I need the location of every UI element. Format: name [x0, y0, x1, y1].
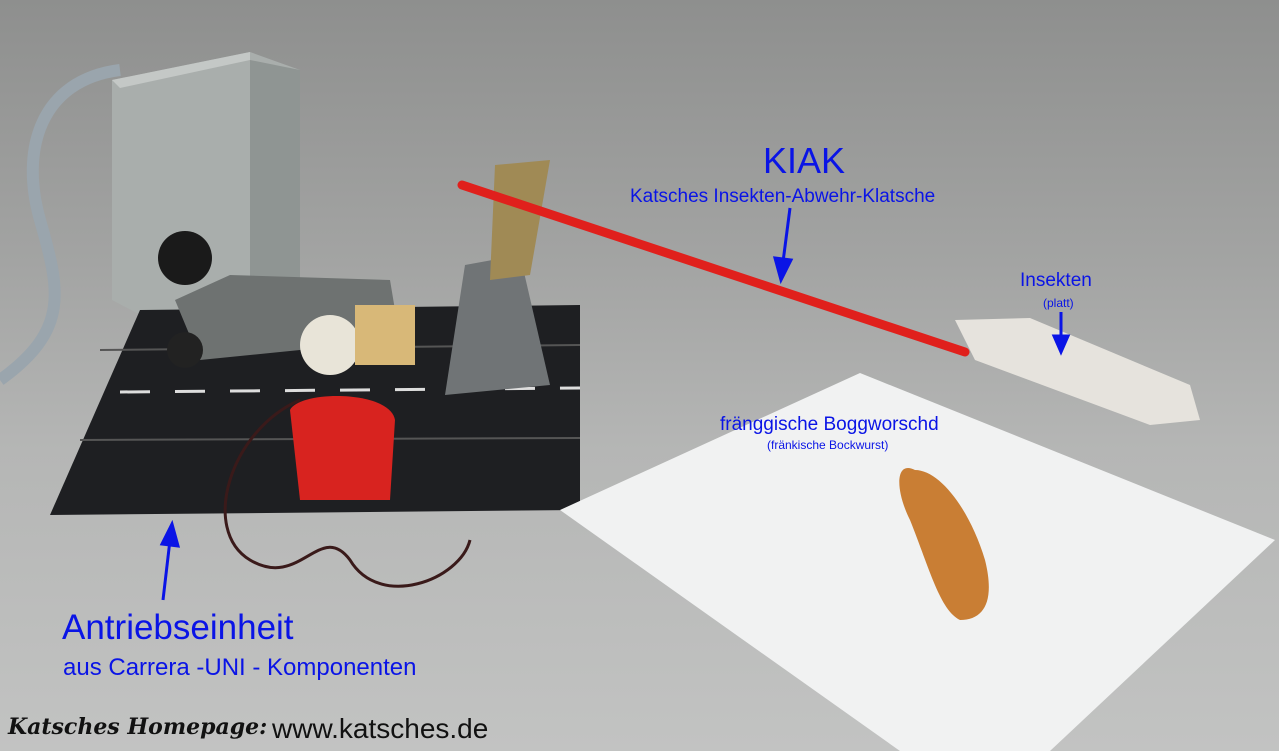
- swatter-stand: [445, 160, 550, 395]
- sausage-title: fränggische Boggworschd: [720, 414, 939, 435]
- plate: [560, 373, 1275, 751]
- sausage-subtitle: (fränkische Bockwurst): [767, 438, 889, 452]
- kiak-subtitle: Katsches Insekten-Abwehr-Klatsche: [630, 186, 936, 207]
- insects-subtitle: (platt): [1043, 296, 1074, 310]
- sausage: [899, 468, 989, 620]
- slot-car: [167, 275, 415, 375]
- controller: [223, 396, 472, 588]
- kiak-title: KIAK: [763, 140, 846, 181]
- homepage-label: Katsches Homepage:: [8, 714, 268, 740]
- power-cable: [0, 64, 121, 385]
- annotation-arrows: [159, 207, 1071, 601]
- drive-unit-subtitle: aus Carrera -UNI - Komponenten: [63, 654, 417, 681]
- drive-unit-title: Antriebseinheit: [62, 608, 294, 647]
- homepage-url: www.katsches.de: [272, 713, 489, 744]
- insects-title: Insekten: [1020, 270, 1092, 291]
- transformer-box: [112, 52, 300, 320]
- fly-swatter: [457, 180, 1200, 425]
